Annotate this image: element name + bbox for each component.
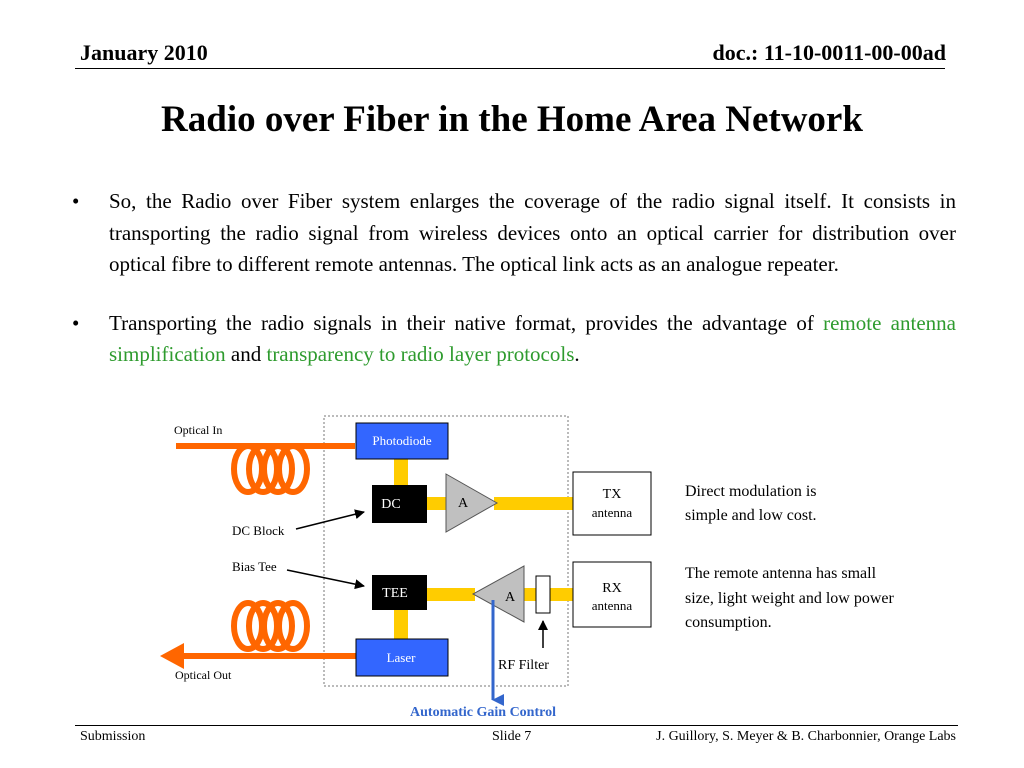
footer-slide-number: Slide 7: [492, 729, 532, 744]
laser-label: Laser: [387, 650, 417, 665]
bullet-list: • So, the Radio over Fiber system enlarg…: [72, 186, 956, 398]
laser-block: [355, 638, 449, 677]
wire-tee-laser: [394, 610, 408, 640]
header-date: January 2010: [80, 40, 208, 65]
tee-block: [372, 575, 427, 610]
photodiode-label: Photodiode: [372, 433, 431, 448]
tx-antenna-block: [572, 471, 652, 536]
tx-amplifier: [445, 473, 499, 533]
bullet-item: • So, the Radio over Fiber system enlarg…: [72, 186, 956, 281]
rx-antenna-label-line2: antenna: [592, 598, 633, 613]
optical-out-fiber-coil: [160, 600, 356, 669]
optical-in-fiber-coil: [176, 443, 355, 495]
wire-amp-filter: [522, 588, 536, 601]
bias-tee-callout: Bias Tee: [232, 559, 277, 574]
bias-tee-arrow: [286, 569, 365, 590]
tx-amplifier-label: A: [458, 496, 469, 511]
rx-amplifier: [471, 565, 525, 623]
rf-filter-label: RF Filter: [498, 658, 549, 673]
bullet-text-pre: Transporting the radio signals in their …: [109, 310, 824, 335]
footer-rule: [75, 725, 958, 726]
tx-antenna-label-line1: TX: [603, 487, 622, 502]
photodiode-block: [355, 422, 449, 460]
tee-label: TEE: [382, 586, 408, 601]
wire-photodiode-dc: [394, 459, 408, 485]
tx-antenna-label-line2: antenna: [592, 505, 633, 520]
wire-dc-amp: [427, 497, 451, 510]
bullet-text-mid: and: [225, 342, 267, 366]
wire-tee-amp: [427, 588, 475, 601]
bullet-text-post: .: [574, 342, 580, 366]
bullet-item: • Transporting the radio signals in thei…: [72, 308, 956, 371]
note-remote-antenna-line3: consumption.: [685, 614, 772, 631]
bullet-marker: •: [72, 189, 80, 213]
note-remote-antenna-line1: The remote antenna has small: [685, 565, 877, 582]
wire-filter-rx: [550, 588, 573, 601]
bullet-text: Transporting the radio signals in their …: [109, 308, 956, 371]
note-direct-modulation-line1: Direct modulation is: [685, 483, 817, 500]
header-doc-id: doc.: 11-10-0011-00-00ad: [712, 40, 946, 65]
optical-in-label: Optical In: [174, 423, 222, 437]
dc-block-callout: DC Block: [232, 523, 285, 538]
footer-authors: J. Guillory, S. Meyer & B. Charbonnier, …: [656, 729, 956, 744]
note-direct-modulation-line2: simple and low cost.: [685, 507, 817, 524]
highlight-transparency: transparency to radio layer protocols: [266, 342, 575, 366]
slide-title: Radio over Fiber in the Home Area Networ…: [161, 99, 863, 140]
dc-label: DC: [381, 497, 400, 512]
note-remote-antenna-line2: size, light weight and low power: [685, 590, 895, 607]
bullet-marker: •: [72, 310, 80, 335]
optical-out-label: Optical Out: [175, 668, 232, 682]
wire-amp-tx: [494, 497, 573, 510]
rx-antenna-label-line1: RX: [602, 581, 621, 596]
remote-unit-enclosure: [323, 415, 569, 687]
bullet-text: So, the Radio over Fiber system enlarges…: [109, 189, 956, 276]
header-rule: [75, 68, 945, 69]
highlight-remote-antenna: remote antenna simplification: [109, 310, 956, 367]
agc-label: Automatic Gain Control: [410, 705, 556, 720]
dc-block: [372, 485, 427, 523]
rx-antenna-block: [572, 561, 652, 628]
footer-submission: Submission: [80, 729, 146, 744]
rf-filter-block: [535, 575, 551, 614]
rx-amplifier-label: A: [505, 590, 516, 605]
dc-block-arrow: [295, 509, 365, 530]
